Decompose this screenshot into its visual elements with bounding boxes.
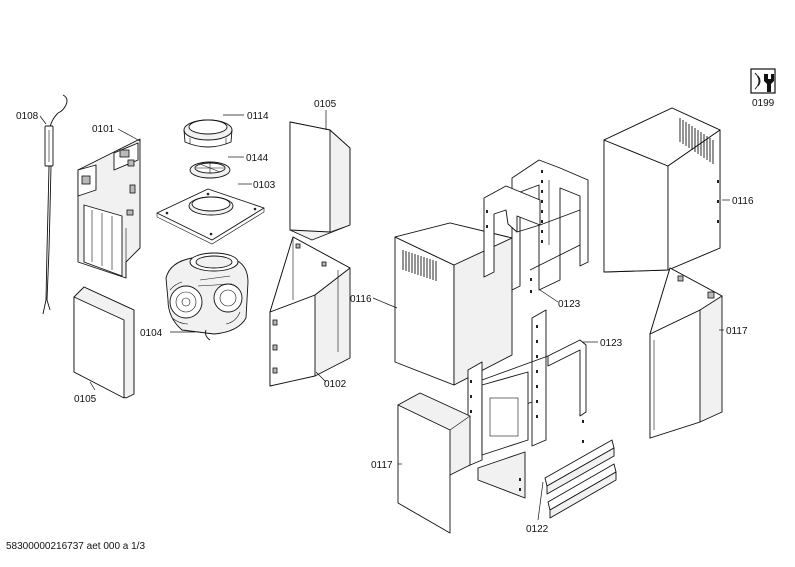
part-0108-power-cable [42,94,68,315]
callout-0105-top: 0105 [314,99,337,110]
callout-0117-left: 0117 [371,460,393,471]
part-0122-mounting-rails [544,439,617,519]
callout-0103: 0103 [253,180,276,191]
callout-0116-right: 0116 [732,196,754,207]
callout-labels: 0108 0101 0114 0144 0103 0105 0105 0104 … [16,98,775,535]
part-0123-upper-frame [483,159,589,293]
vent-slots-right [679,118,714,164]
callout-0108: 0108 [16,111,39,122]
part-0117-side-panel-rear [649,267,723,439]
callout-0123-upper: 0123 [558,299,581,310]
callout-0123-lower: 0123 [600,338,623,349]
callout-0101: 0101 [92,124,115,135]
part-0105-grease-filter-top [289,121,351,241]
part-0116-chimney-cover-front [394,222,513,386]
callout-0116-left: 0116 [350,294,372,305]
part-0114-outlet-ring [183,119,233,148]
callout-0199: 0199 [752,98,775,109]
callout-0105-left: 0105 [74,394,97,405]
callout-0117-right: 0117 [726,326,748,337]
callout-0144: 0144 [246,153,269,164]
callout-0114: 0114 [247,111,269,122]
callout-0104: 0104 [140,328,163,339]
wrench-service-icon [750,68,776,94]
leader-lines [39,110,730,521]
document-id: 58300000216737 aet 000 a 1/3 [6,541,146,552]
part-0105-grease-filter-left [73,286,135,399]
part-0144-backflow-flap [189,161,231,179]
part-0103-top-plate [156,188,265,245]
part-0101-back-frame [77,138,141,279]
part-0102-housing-box [269,236,351,387]
callout-0122: 0122 [526,524,549,535]
part-0116-chimney-cover-rear [603,107,721,273]
callout-0102: 0102 [324,379,347,390]
part-0104-fan-motor [165,252,249,341]
part-0117-side-panel-front [397,392,471,534]
vent-slots-left [402,250,437,281]
